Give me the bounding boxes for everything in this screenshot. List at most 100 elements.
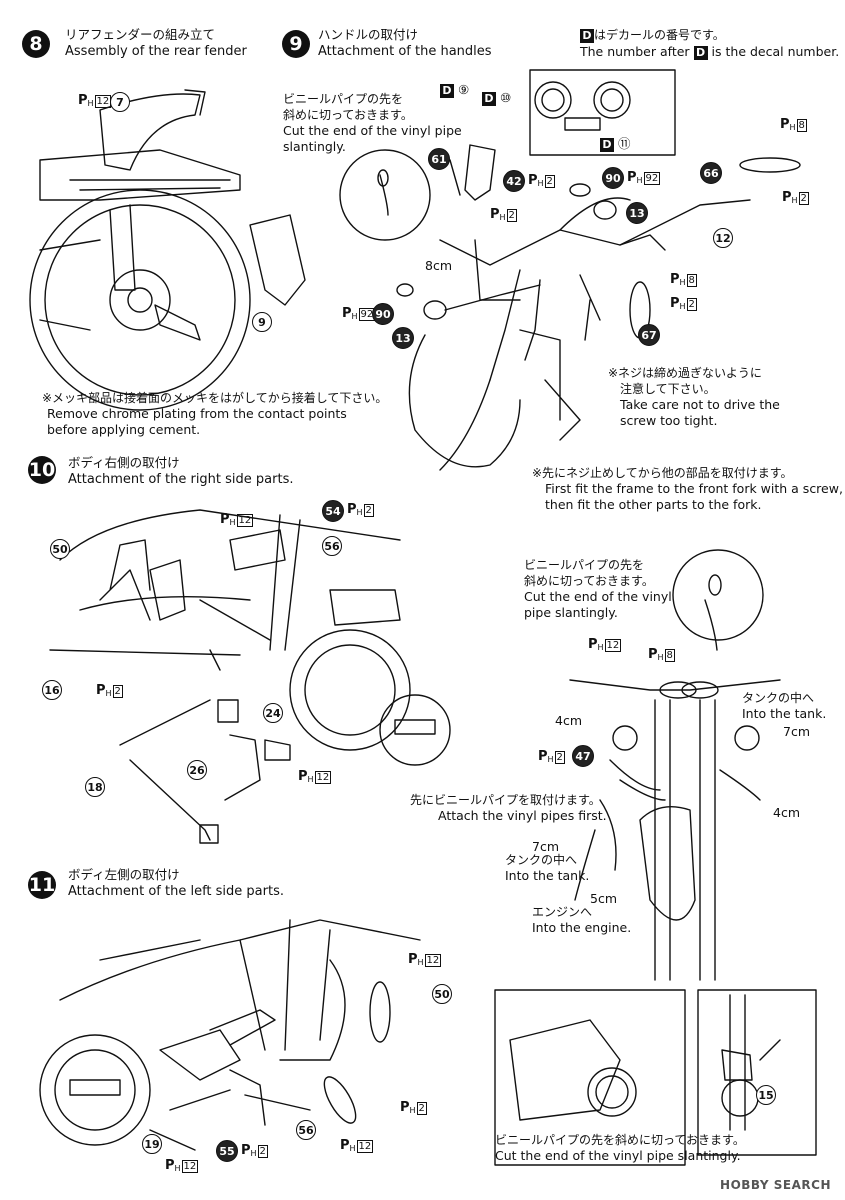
part-18-callout: 18 <box>85 777 105 797</box>
front-vinyl-en-1: Cut the end of the vinyl <box>524 589 672 604</box>
decal-9-label: D ⑨ <box>440 82 469 98</box>
attach-first-jp: 先にビニールパイプを取付けます。 <box>410 793 601 807</box>
part-61-callout: 61 <box>428 148 450 170</box>
front-view-drawing <box>494 549 817 1166</box>
left-side-drawing <box>39 919 421 1151</box>
front-vinyl-jp-2: 斜めに切っておきます。 <box>524 574 654 588</box>
part-55-callout: 55 <box>216 1140 238 1162</box>
decal-11-label: D ⑪ <box>600 136 631 152</box>
step-9-number: 9 <box>282 30 310 58</box>
right-side-drawing <box>49 509 451 844</box>
length-4cm-right: 4cm <box>773 805 801 820</box>
decal-10-label: D ⑩ <box>482 90 511 106</box>
step-11-title-jp: ボディ左側の取付け <box>68 867 180 882</box>
step-10-number: 10 <box>28 456 56 484</box>
part-7-callout: 7 <box>110 92 130 112</box>
screw-note-jp-1: ※ネジは締め過ぎないように <box>608 366 762 380</box>
part-26-callout: 26 <box>187 760 207 780</box>
watermark: HOBBY SEARCH <box>720 1178 831 1192</box>
part-50-callout: 50 <box>50 539 70 559</box>
fork-note-en-1: First fit the frame to the front fork wi… <box>545 481 843 496</box>
part-67-callout: 67 <box>638 324 660 346</box>
part-19-callout: 19 <box>142 1134 162 1154</box>
step-8-number: 8 <box>22 30 50 58</box>
step-9-title-en: Attachment of the handles <box>318 44 492 59</box>
tank-jp: タンクの中へ <box>742 691 815 705</box>
handles-drawing <box>339 69 801 471</box>
length-7cm-right: 7cm <box>783 724 811 739</box>
step-11-title-en: Attachment of the left side parts. <box>68 884 284 899</box>
part-90-callout: 90 <box>602 167 624 189</box>
step-8-title-en: Assembly of the rear fender <box>65 44 247 59</box>
vinyl-note-en-1: Cut the end of the vinyl pipe <box>283 123 462 138</box>
step-8-note-en-1: Remove chrome plating from the contact p… <box>47 406 347 421</box>
part-50-callout-2: 50 <box>432 984 452 1004</box>
part-66-callout: 66 <box>700 162 722 184</box>
front-vinyl-jp-1: ビニールパイプの先を <box>524 558 645 572</box>
tank-en: Into the tank. <box>742 706 827 721</box>
part-12-callout: 12 <box>713 228 733 248</box>
tank2-en: Into the tank. <box>505 868 590 883</box>
step-9-title-jp: ハンドルの取付け <box>318 27 419 42</box>
vinyl-note-jp-1: ビニールパイプの先を <box>283 92 404 106</box>
decal-note-en: The number after D is the decal number. <box>580 44 840 60</box>
bottom-note-en: Cut the end of the vinyl pipe slantingly… <box>495 1148 741 1163</box>
fork-note-jp: ※先にネジ止めしてから他の部品を取付けます。 <box>532 466 793 480</box>
fork-note-en-2: then fit the other parts to the fork. <box>545 497 762 512</box>
vinyl-note-jp-2: 斜めに切っておきます。 <box>283 108 413 122</box>
step-8-note-jp: ※メッキ部品は接着面のメッキをはがしてから接着して下さい。 <box>42 391 388 405</box>
screw-note-en-1: Take care not to drive the <box>620 397 780 412</box>
length-7cm-left: 7cm <box>532 839 560 854</box>
length-8cm: 8cm <box>425 258 453 273</box>
part-24-callout: 24 <box>263 703 283 723</box>
rear-fender-drawing <box>29 89 306 411</box>
vinyl-note-en-2: slantingly. <box>283 139 346 154</box>
part-54-callout: 54 <box>322 500 344 522</box>
length-4cm-left: 4cm <box>555 713 583 728</box>
front-vinyl-en-2: pipe slantingly. <box>524 605 618 620</box>
part-42-callout: 42 <box>503 170 525 192</box>
step-10-title-en: Attachment of the right side parts. <box>68 472 294 487</box>
part-56-callout: 56 <box>322 536 342 556</box>
part-16-callout: 16 <box>42 680 62 700</box>
step-8-title-jp: リアフェンダーの組み立て <box>65 27 216 42</box>
screw-note-jp-2: 注意して下さい。 <box>620 382 716 396</box>
step-10-title-jp: ボディ右側の取付け <box>68 455 180 470</box>
decal-d-icon: D <box>580 29 594 43</box>
part-9-callout: 9 <box>252 312 272 332</box>
step-11-number: 11 <box>28 871 56 899</box>
part-13-callout-2: 13 <box>392 327 414 349</box>
part-56-callout-2: 56 <box>296 1120 316 1140</box>
attach-first-en: Attach the vinyl pipes first. <box>438 808 607 823</box>
part-13-callout: 13 <box>626 202 648 224</box>
engine-en: Into the engine. <box>532 920 632 935</box>
bottom-note-jp: ビニールパイプの先を斜めに切っておきます。 <box>495 1133 745 1147</box>
tank2-jp: タンクの中へ <box>505 853 578 867</box>
engine-jp: エンジンへ <box>532 905 593 919</box>
part-90-callout-2: 90 <box>372 303 394 325</box>
part-15-callout: 15 <box>756 1085 776 1105</box>
part-47-callout: 47 <box>572 745 594 767</box>
